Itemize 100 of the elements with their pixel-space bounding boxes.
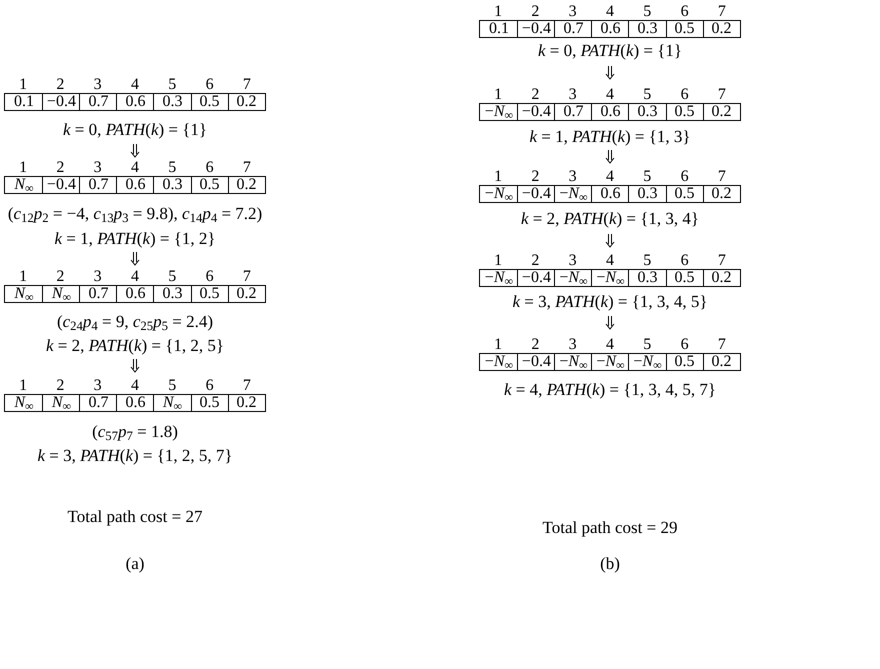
column-index: 7 <box>242 377 252 394</box>
column-index: 6 <box>204 76 215 93</box>
column-index: 3 <box>568 3 578 20</box>
table-cell: 0.6 <box>116 94 154 110</box>
column-index: 4 <box>130 268 140 285</box>
column-index: 6 <box>680 252 690 269</box>
column-index: 4 <box>604 3 615 20</box>
column-index: 5 <box>642 252 652 269</box>
column-index: 1 <box>493 3 504 20</box>
column-index: 3 <box>568 168 578 185</box>
table-cell: 0.3 <box>628 104 666 120</box>
column-index: 2 <box>530 3 540 20</box>
column-index: 4 <box>130 76 140 93</box>
formula-text: k = 2, PATH(k) = {1, 3, 4} <box>520 209 700 229</box>
table-cell: 0.3 <box>628 270 666 286</box>
column-index: 5 <box>642 3 652 20</box>
column-index: 7 <box>716 168 727 185</box>
table-cell: −N$_{∞}$ <box>554 186 592 202</box>
table-cell: N$_{∞}$ <box>153 395 190 411</box>
table-cell: 0.3 <box>628 21 666 37</box>
panel-caption: (b) <box>600 554 620 574</box>
table-cell: 0.5 <box>666 104 703 120</box>
formula-text: k = 0, PATH(k) = {1} <box>62 120 208 140</box>
table-cell: 0.7 <box>79 177 116 193</box>
column-index: 1 <box>493 336 504 353</box>
table-cell: 0.5 <box>666 354 703 370</box>
table-cell: 0.7 <box>554 104 592 120</box>
column-index: 6 <box>680 168 690 185</box>
table-cell: 0.2 <box>228 286 265 302</box>
table-cell-text: −N$_{∞}$ <box>484 354 514 370</box>
table-cell: 0.2 <box>702 186 740 202</box>
table-cell: 0.5 <box>190 94 228 110</box>
column-index: 5 <box>642 168 652 185</box>
column-index: 6 <box>204 268 215 285</box>
formula-text: (c$_{57}$p$_{7}$ = 1.8) <box>92 422 178 442</box>
column-index: 1 <box>18 76 28 93</box>
column-index: 1 <box>18 377 28 394</box>
column-index: 4 <box>130 377 140 394</box>
table-cell-text: −N$_{∞}$ <box>484 270 514 286</box>
table-cell: 0.5 <box>190 395 228 411</box>
column-index: 4 <box>604 252 615 269</box>
column-index: 1 <box>493 168 504 185</box>
column-index: 2 <box>530 252 540 269</box>
total-cost-text: Total path cost = 27 <box>68 507 202 527</box>
table-cell: 0.2 <box>702 354 740 370</box>
column-index: 2 <box>55 159 66 176</box>
table-cell: 0.7 <box>79 94 116 110</box>
column-index: 7 <box>716 252 727 269</box>
column-index: 2 <box>55 76 66 93</box>
formula-text: k = 3, PATH(k) = {1, 3, 4, 5} <box>512 292 708 312</box>
table-cell: 0.6 <box>116 395 154 411</box>
column-index: 5 <box>642 86 652 103</box>
table-cell-text: −N$_{∞}$ <box>484 186 514 202</box>
column-index: 1 <box>493 86 504 103</box>
formula-text: k = 2, PATH(k) = {1, 2, 5} <box>46 336 224 356</box>
column-index: 1 <box>493 252 504 269</box>
column-index: 6 <box>204 159 215 176</box>
table-cell: 0.6 <box>591 186 628 202</box>
column-index: 2 <box>530 336 540 353</box>
table-cell: 0.2 <box>228 395 265 411</box>
column-index: 3 <box>568 336 578 353</box>
table-cell: −0.4 <box>517 186 554 202</box>
table-cell-text: 0.1 <box>12 94 35 110</box>
table-cell: −0.4 <box>517 270 554 286</box>
column-index: 4 <box>604 86 615 103</box>
table-cell: −0.4 <box>42 177 80 193</box>
table-cell: N$_{∞}$ <box>42 395 80 411</box>
table-cell: 0.3 <box>153 286 190 302</box>
column-index: 1 <box>18 268 28 285</box>
column-index: 7 <box>716 86 727 103</box>
table-cell: 0.3 <box>153 94 190 110</box>
table-cell: −N$_{∞}$ <box>591 270 628 286</box>
column-index: 4 <box>604 336 615 353</box>
column-index: 7 <box>242 268 252 285</box>
column-index: 3 <box>92 76 103 93</box>
table-cell: 0.7 <box>554 21 592 37</box>
column-index: 5 <box>167 377 178 394</box>
table-cell: 0.2 <box>702 270 740 286</box>
formula-text: k = 0, PATH(k) = {1} <box>538 41 682 61</box>
table-cell: 0.5 <box>666 21 703 37</box>
column-index: 4 <box>130 159 140 176</box>
table-cell: −0.4 <box>517 21 554 37</box>
table-cell: 0.7 <box>79 395 116 411</box>
formula-text: (c$_{24}$p$_{4}$ = 9, c$_{25}$p$_{5}$ = 2.4) <box>56 312 214 332</box>
table-cell: −N$_{∞}$ <box>591 354 628 370</box>
column-index: 6 <box>680 3 690 20</box>
table-cell: −0.4 <box>517 104 554 120</box>
column-index: 7 <box>242 159 252 176</box>
table-cell: −N$_{∞}$ <box>554 354 592 370</box>
table-cell: 0.3 <box>153 177 190 193</box>
table-cell: 0.6 <box>116 286 154 302</box>
formula-text: k = 3, PATH(k) = {1, 2, 5, 7} <box>37 446 233 466</box>
column-index: 5 <box>167 268 178 285</box>
column-index: 3 <box>568 252 578 269</box>
table-cell: −0.4 <box>517 354 554 370</box>
formula-text: (c$_{12}$p$_{2}$ = −4, c$_{13}$p$_{3}$ = 9.8), c$_{14}$p$_{4}$ = 7.2) <box>8 204 262 224</box>
table-cell: 0.6 <box>591 21 628 37</box>
table-cell-text: −N$_{∞}$ <box>484 104 514 120</box>
column-index: 6 <box>204 377 215 394</box>
column-index: 2 <box>55 268 66 285</box>
